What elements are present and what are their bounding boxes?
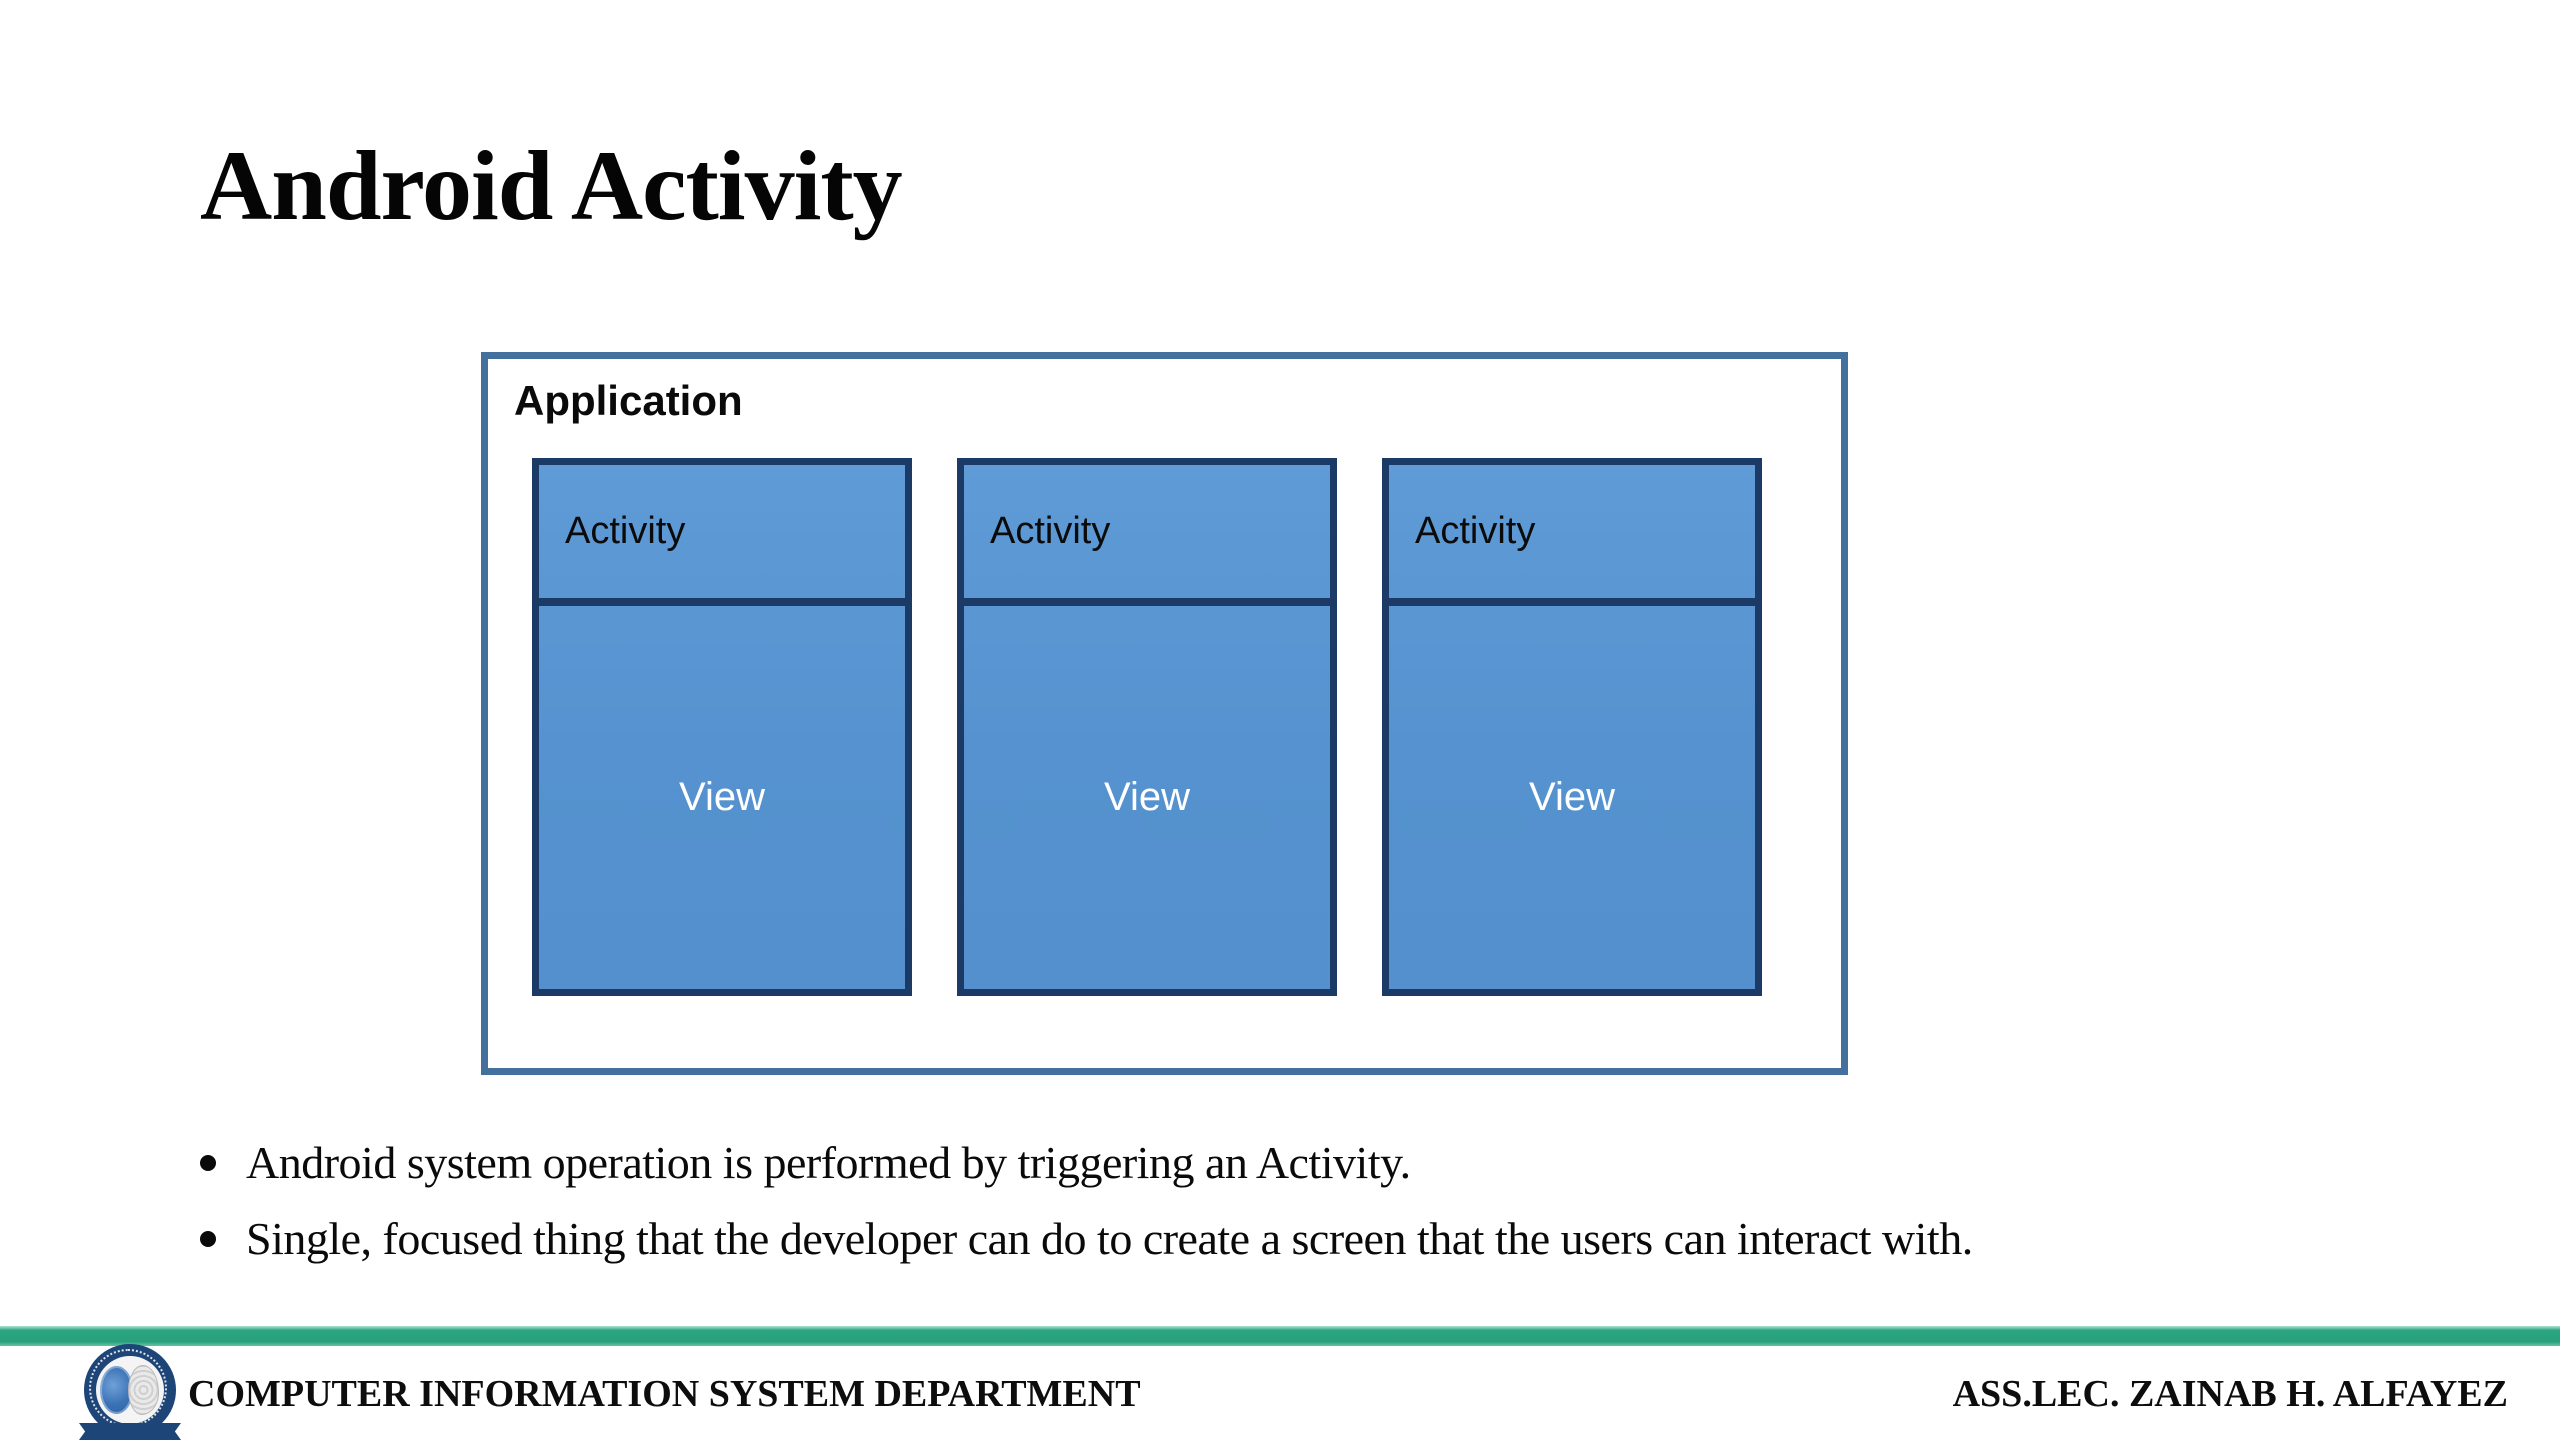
logo-ribbon <box>79 1423 181 1440</box>
bullet-list: Android system operation is performed by… <box>196 1136 1973 1288</box>
view-label: View <box>1104 775 1190 819</box>
activity-view-divider <box>539 598 905 606</box>
bullet-dot <box>200 1155 216 1171</box>
bullet-text: Android system operation is performed by… <box>246 1137 1411 1188</box>
bullet-dot <box>200 1231 216 1247</box>
activity-label: Activity <box>1415 510 1536 552</box>
application-box: Application Activity View Activity View … <box>481 352 1848 1075</box>
slide-title: Android Activity <box>200 130 903 241</box>
activity-view-divider <box>1389 598 1755 606</box>
bullet-text: Single, focused thing that the developer… <box>246 1213 1973 1264</box>
activity-box-2: Activity View <box>957 458 1337 996</box>
view-label: View <box>1529 775 1615 819</box>
application-label: Application <box>514 377 743 424</box>
bullet-item: Single, focused thing that the developer… <box>196 1212 1973 1266</box>
activity-box-1: Activity View <box>532 458 912 996</box>
globe-icon <box>100 1366 133 1414</box>
activity-view-divider <box>964 598 1330 606</box>
brain-icon <box>128 1365 159 1415</box>
bullet-item: Android system operation is performed by… <box>196 1136 1973 1190</box>
activity-box-3: Activity View <box>1382 458 1762 996</box>
activity-label: Activity <box>565 510 686 552</box>
footer: COMPUTER INFORMATION SYSTEM DEPARTMENT A… <box>0 1344 2560 1440</box>
university-logo-icon <box>79 1344 181 1440</box>
activity-label: Activity <box>990 510 1111 552</box>
logo-inner-disc <box>96 1356 164 1424</box>
footer-lecturer-text: ASS.LEC. ZAINAB H. ALFAYEZ <box>1952 1373 2508 1415</box>
footer-department-text: COMPUTER INFORMATION SYSTEM DEPARTMENT <box>188 1373 1141 1415</box>
footer-accent-bar <box>0 1326 2560 1346</box>
view-label: View <box>679 775 765 819</box>
